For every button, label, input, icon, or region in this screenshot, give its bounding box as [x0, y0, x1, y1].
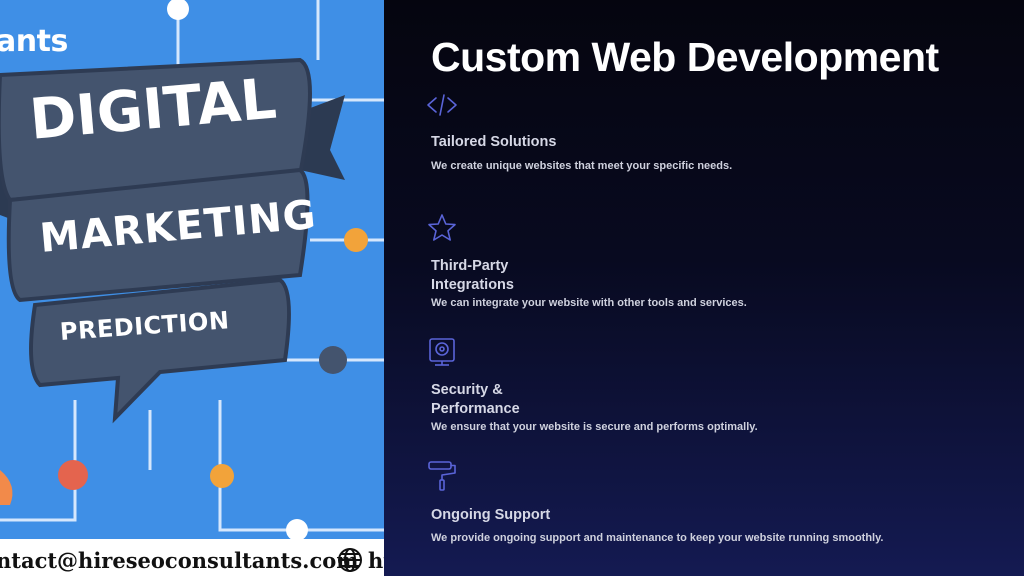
- feature-description: We ensure that your website is secure an…: [431, 421, 758, 433]
- promo-image: ants DIGITAL MARKETING PREDICTION ntact@…: [0, 0, 384, 576]
- feature-title: Third-Party Integrations: [431, 258, 514, 293]
- circuit-background: [0, 0, 384, 541]
- slide-title: Custom Web Development: [431, 34, 939, 80]
- globe-icon: [338, 548, 362, 572]
- feature-description: We provide ongoing support and maintenan…: [431, 532, 884, 544]
- feature-title: Tailored Solutions: [431, 134, 557, 150]
- website-url-fragment: ht: [368, 548, 384, 573]
- content-panel: Custom Web Development Tailored Solution…: [384, 0, 1024, 576]
- ribbon-banner: [0, 57, 345, 424]
- contact-footer-bar: [0, 539, 384, 576]
- paint-roller-icon: [428, 461, 456, 491]
- feature-title: Security & Performance: [431, 382, 520, 417]
- star-icon: [428, 214, 456, 241]
- code-icon: [427, 94, 457, 116]
- brand-name-fragment: ants: [0, 24, 68, 59]
- contact-email: ntact@hireseoconsultants.com: [0, 548, 359, 573]
- feature-description: We can integrate your website with other…: [431, 297, 747, 309]
- webcam-icon: [429, 338, 455, 366]
- feature-title: Ongoing Support: [431, 507, 551, 523]
- feature-description: We create unique websites that meet your…: [431, 160, 733, 172]
